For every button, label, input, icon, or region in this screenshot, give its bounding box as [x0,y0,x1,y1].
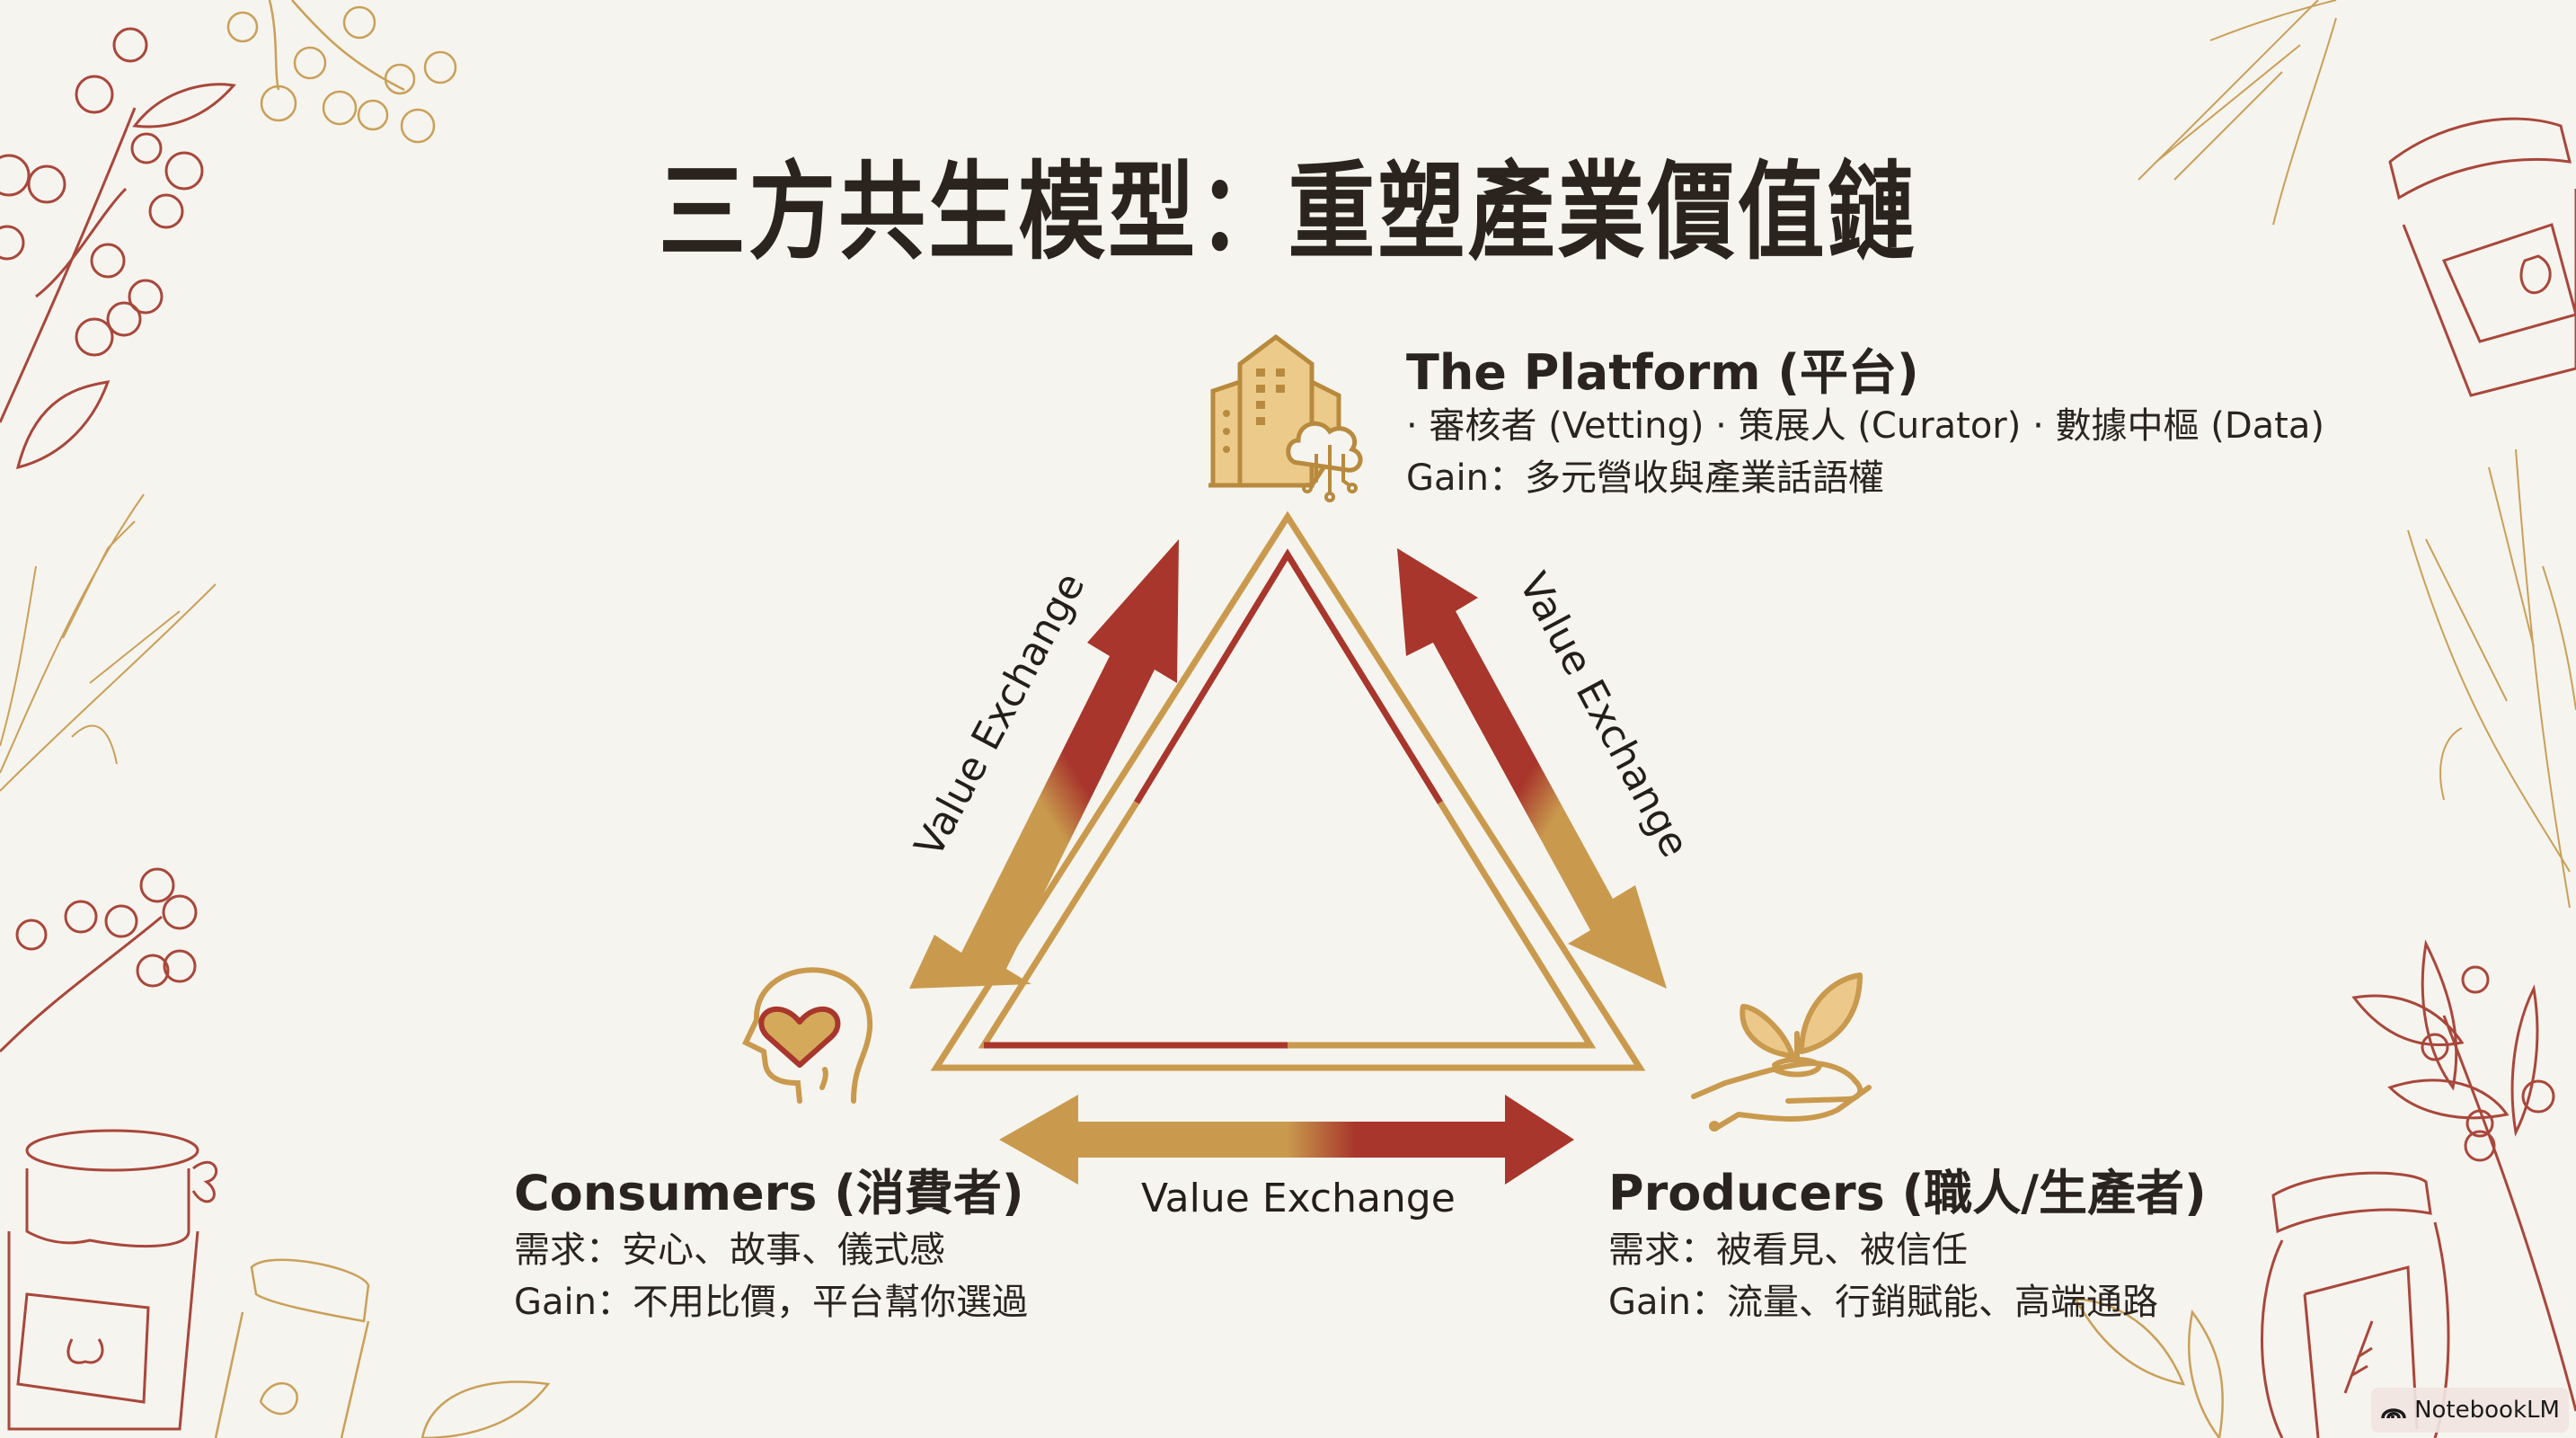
producers-title: Producers (職人/生產者) [1608,1165,2207,1221]
wheat-decoration-top-right [2138,0,2337,226]
triangle-inner-gold-right [1288,801,1597,1049]
wheat-decoration-left [0,493,217,792]
leaf-decoration-bottom [420,1380,551,1438]
platform-gain: Gain：多元營收與產業話語權 [1406,457,1884,499]
berry-branch-decoration-top-left [0,27,236,470]
value-exchange-arrow-right [1397,548,1667,989]
leafy-branch-decoration-bottom-right [2351,939,2576,1412]
notebooklm-badge: NotebookLM [2371,1388,2569,1433]
platform-title: The Platform (平台) [1406,344,1919,401]
triangle-outer-gold [930,510,1646,1071]
wheat-decoration-right [2407,448,2576,909]
hand-sprout-icon [1691,972,1872,1132]
triangle-inner-red [1134,548,1443,804]
notebooklm-label: NotebookLM [2414,1397,2560,1424]
consumers-needs: 需求：安心、故事、儀式感 [514,1229,945,1271]
producers-gain: Gain：流量、行銷賦能、高端通路 [1608,1282,2158,1323]
value-exchange-arrow-left [909,539,1179,989]
page-title: 三方共生模型：重塑產業價值鏈 [659,149,1917,274]
platform-roles: · 審核者 (Vetting) · 策展人 (Curator) · 數據中樞 (… [1406,405,2324,447]
consumers-gain: Gain：不用比價，平台幫你選過 [514,1282,1028,1323]
notebooklm-logo-icon [2381,1408,2406,1419]
value-exchange-arrow-bottom [999,1095,1574,1185]
consumers-title: Consumers (消費者) [514,1165,1024,1221]
producers-needs: 需求：被看見、被信任 [1608,1229,1968,1271]
berry-branch-decoration-left [0,867,198,1053]
building-cloud-icon [1208,333,1363,502]
head-heart-icon [742,967,873,1104]
jam-jar-decoration-bottom-left [7,1129,370,1438]
jam-jar-decoration-top-right [2388,117,2576,397]
leaf-decoration-bottom-right [2073,1297,2224,1438]
berry-cluster-decoration-top [226,0,457,144]
value-exchange-label-bottom: Value Exchange [1141,1176,1456,1221]
